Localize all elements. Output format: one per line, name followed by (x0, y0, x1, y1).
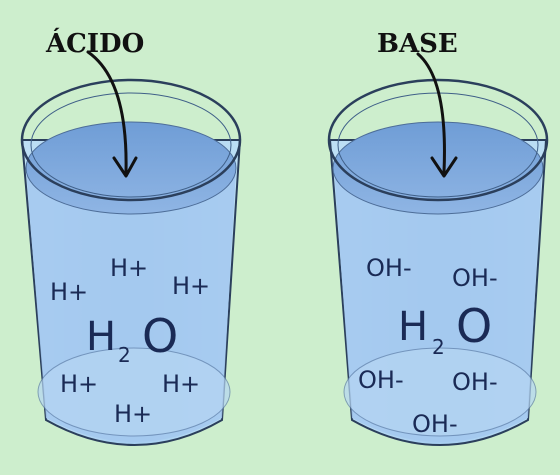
hydroxide-ion: OH- (452, 368, 498, 396)
base-glass (327, 78, 549, 446)
acid-title: ÁCIDO (45, 27, 144, 59)
molecule-oxygen: O (142, 309, 178, 363)
curved-arrow-icon (86, 50, 138, 178)
hydrogen-ion: H+ (172, 272, 210, 300)
acid-glass (20, 78, 242, 446)
hydroxide-ion: OH- (412, 410, 458, 438)
water-molecule: H 2 O (398, 299, 492, 359)
hydrogen-ion: H+ (50, 278, 88, 306)
hydrogen-ion: H+ (114, 400, 152, 428)
hydroxide-ion: OH- (358, 366, 404, 394)
curved-arrow-icon (416, 52, 458, 178)
molecule-oxygen: O (456, 299, 492, 353)
molecule-subscript: 2 (118, 343, 131, 367)
hydrogen-ion: H+ (110, 254, 148, 282)
hydrogen-ion: H+ (60, 370, 98, 398)
molecule-subscript: 2 (432, 335, 445, 359)
molecule-hydrogen: H (398, 304, 428, 350)
water-molecule: H 2 O (86, 309, 178, 367)
hydroxide-ion: OH- (452, 264, 498, 292)
hydroxide-ion: OH- (366, 254, 412, 282)
hydrogen-ion: H+ (162, 370, 200, 398)
molecule-hydrogen: H (86, 314, 116, 360)
